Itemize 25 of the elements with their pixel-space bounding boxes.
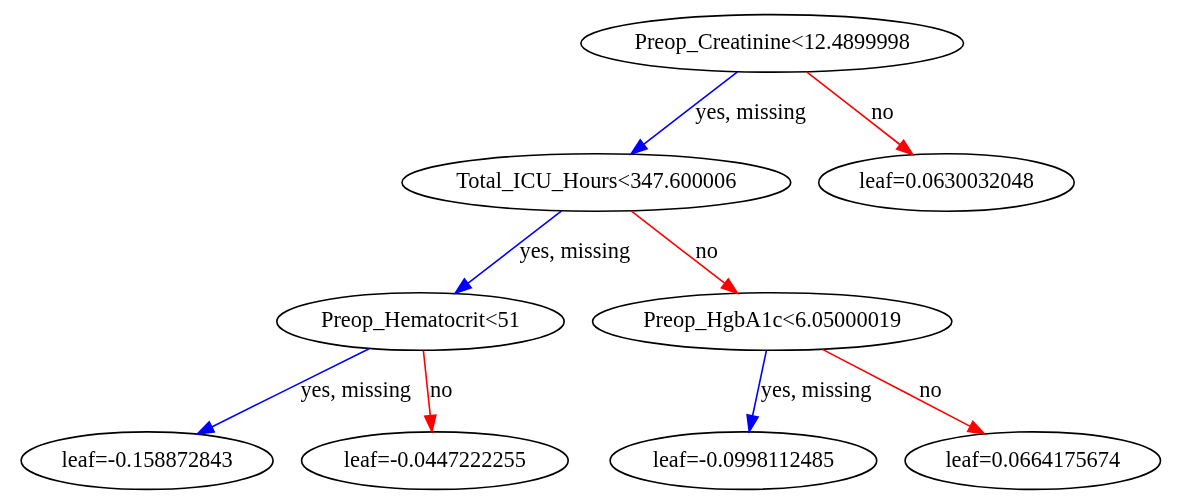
node-ellipse: Total_ICU_Hours<347.600006	[400, 152, 791, 213]
edge-label: yes, missing	[694, 98, 806, 124]
arrow	[194, 347, 370, 436]
node-ellipse: leaf=0.0664175674	[903, 431, 1161, 491]
node-ellipse: leaf=-0.0447222255	[300, 431, 569, 491]
node-ellipse: Preop_HgbA1c<6.05000019	[591, 291, 953, 352]
arrow	[629, 210, 739, 295]
arrow	[422, 349, 437, 434]
edge-label: no	[918, 377, 942, 402]
edge-label: yes, missing	[518, 237, 630, 263]
edge-label: yes, missing	[299, 377, 411, 402]
arrow	[821, 348, 987, 435]
arrow	[745, 349, 767, 434]
edge-label: no	[870, 98, 894, 124]
arrow	[805, 71, 915, 156]
node-ellipse: leaf=-0.158872843	[19, 431, 274, 491]
edge-label: no	[429, 377, 452, 402]
node-ellipse: Preop_Creatinine<12.4899998	[579, 13, 964, 73]
node-ellipse: leaf=-0.0998112485	[608, 431, 878, 491]
edge-label: no	[694, 237, 718, 263]
edge-label: yes, missing	[760, 377, 871, 402]
node-ellipse: Preop_Hematocrit<51	[275, 291, 565, 352]
node-ellipse: leaf=0.0630032048	[817, 152, 1075, 213]
arrow	[628, 71, 738, 156]
arrow	[452, 210, 562, 295]
